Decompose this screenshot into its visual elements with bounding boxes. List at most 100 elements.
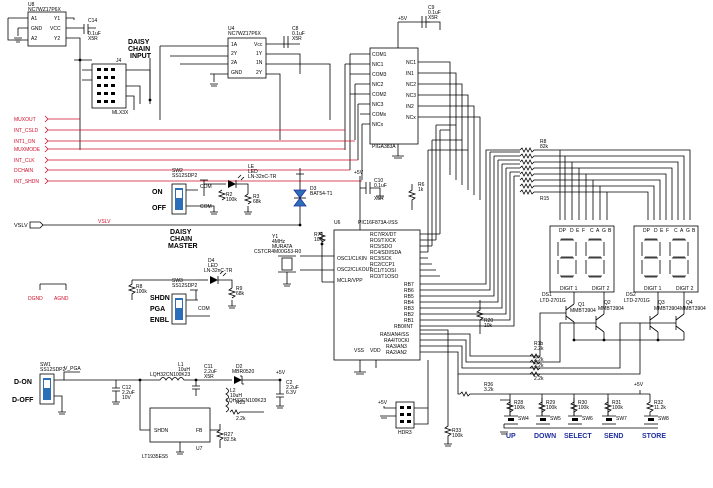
- svg-text:DS2: DS2: [626, 292, 636, 298]
- u1-nic3: NIC3: [372, 102, 384, 108]
- svg-text:SW4: SW4: [518, 416, 529, 422]
- c12-capacitor: C12 2.2uF 10V: [112, 380, 135, 405]
- svg-text:100k: 100k: [612, 405, 623, 411]
- j4-part: MLX3X: [112, 110, 129, 116]
- svg-text:RC1/T1OSI: RC1/T1OSI: [370, 268, 396, 274]
- svg-text:R2: R2: [226, 192, 233, 198]
- u4-pin-1n: 1N: [256, 60, 263, 66]
- u8-pin-a1: A1: [31, 16, 37, 22]
- svg-text:MUXMODE: MUXMODE: [14, 147, 41, 153]
- svg-text:G: G: [686, 228, 690, 234]
- digit1-glyph-right: [641, 238, 661, 278]
- svg-text:10uH: 10uH: [230, 393, 242, 399]
- svg-text:R28: R28: [514, 400, 523, 406]
- svg-text:DS1: DS1: [542, 292, 552, 298]
- u8-ref: U8: [28, 2, 35, 8]
- svg-text:RC3/SCK: RC3/SCK: [370, 256, 392, 262]
- c8-ref: C8: [292, 26, 299, 32]
- svg-text:SW8: SW8: [658, 416, 669, 422]
- led2: D4 LED LN-32nC-TR: [196, 258, 233, 284]
- svg-text:R20: R20: [484, 318, 493, 324]
- svg-text:2.2uF: 2.2uF: [286, 385, 299, 391]
- led1-ref: LE: [248, 164, 255, 170]
- u4-buffer-ic: U4 NC7WZ17P6X 1A 2Y 2A GND Vcc 1Y 1N 2Y: [227, 26, 267, 79]
- signal-int1-on: INT1_ON: [14, 137, 355, 145]
- u4-pin-1y: 1Y: [256, 51, 263, 57]
- svg-text:B: B: [692, 228, 696, 234]
- svg-text:R30: R30: [578, 400, 587, 406]
- svg-text:RA4/T0CKI: RA4/T0CKI: [384, 338, 409, 344]
- u8-pin-a2: A2: [31, 36, 37, 42]
- svg-text:VSLV: VSLV: [98, 219, 111, 225]
- digit2-glyph-right: [669, 238, 689, 278]
- svg-text:2.2k: 2.2k: [534, 357, 544, 363]
- u8-pin-y1: Y1: [54, 16, 60, 22]
- svg-text:CSTCR4M00G53-R0: CSTCR4M00G53-R0: [254, 249, 301, 255]
- svg-text:3.2k: 3.2k: [484, 387, 494, 393]
- signal-muxmode: MUXMODE: [14, 145, 345, 153]
- u1-mux-ic: PIGA383A +5V COM1 NIC1 COM3 NIC2 COM2 NI…: [369, 16, 419, 150]
- svg-text:DP: DP: [559, 228, 567, 234]
- button-send[interactable]: R31 100k SW7 SEND: [602, 394, 627, 440]
- u1-com3: COM3: [372, 72, 387, 78]
- button-store[interactable]: R32 11.2k SW8 STORE: [642, 394, 669, 440]
- button-up-label: UP: [506, 433, 516, 440]
- svg-text:R8: R8: [136, 284, 143, 290]
- svg-text:D: D: [570, 228, 574, 234]
- svg-text:MMBT3904: MMBT3904: [570, 308, 596, 314]
- svg-text:Y1: Y1: [272, 234, 278, 240]
- svg-text:C10: C10: [374, 178, 383, 184]
- sw2-com-1: COM: [200, 184, 212, 190]
- svg-text:RC2/CCP1: RC2/CCP1: [370, 262, 395, 268]
- svg-text:100k: 100k: [452, 433, 463, 439]
- svg-text:MURATA: MURATA: [272, 244, 293, 250]
- svg-text:SW1: SW1: [40, 362, 51, 368]
- svg-text:L1: L1: [178, 362, 184, 368]
- button-store-label: STORE: [642, 433, 666, 440]
- svg-text:SS12SDP2: SS12SDP2: [40, 367, 66, 373]
- svg-text:100k: 100k: [514, 405, 525, 411]
- button-up[interactable]: R28 100k SW4 UP: [504, 394, 529, 440]
- svg-text:HDR3: HDR3: [398, 430, 412, 436]
- svg-text:100k: 100k: [578, 405, 589, 411]
- svg-text:DCHAIN: DCHAIN: [14, 168, 34, 174]
- plus5v-buttons: +5V: [634, 382, 644, 388]
- daisy-chain-input-line1: DAISY: [128, 39, 150, 46]
- sw2-daisy-master-switch: SW2 SS12SDP2 ON OFF COM COM DAISY CHAIN …: [152, 168, 212, 250]
- c9-ref: C9: [428, 5, 435, 11]
- sw1-display-switch: SW1 SS12SDP2 D-ON D-OFF V_PGA: [12, 362, 81, 405]
- u6-ref: U6: [334, 220, 341, 226]
- r2-resistor: R2 100k: [217, 189, 237, 203]
- button-select[interactable]: R30 100k SW6 SELECT: [564, 394, 593, 440]
- svg-text:RC4/SDI/SDA: RC4/SDI/SDA: [370, 250, 402, 256]
- u1-comx: COMx: [372, 112, 387, 118]
- svg-text:SW3: SW3: [172, 278, 183, 284]
- u1-part: PIGA383A: [372, 144, 396, 150]
- svg-text:2.2uF: 2.2uF: [122, 390, 135, 396]
- svg-text:82.5k: 82.5k: [224, 437, 237, 443]
- svg-text:LN-32nC-TR: LN-32nC-TR: [204, 268, 233, 274]
- u4-pin-2y: 2Y: [231, 51, 238, 57]
- svg-text:MMBT3904: MMBT3904: [598, 306, 624, 312]
- svg-text:C12: C12: [122, 385, 131, 391]
- svg-text:U7: U7: [196, 446, 203, 452]
- svg-text:LED: LED: [208, 263, 218, 269]
- seven-segment-display-left: DP D E F C A G B DIGIT 1 DIGIT 2 DS1 LTD…: [540, 225, 615, 304]
- ground-connection: DGND AGND: [28, 283, 69, 302]
- button-down[interactable]: R29 100k SW5 DOWN: [534, 394, 561, 440]
- svg-text:0.1uF: 0.1uF: [374, 183, 387, 189]
- signal-muxout: MUXOUT: [14, 115, 80, 123]
- c8-value: 0.1uF: [292, 31, 305, 37]
- sw2-title-3: MASTER: [168, 243, 198, 250]
- sw2-title-1: DAISY: [170, 229, 192, 236]
- svg-text:R6: R6: [418, 182, 425, 188]
- j3-programming-header: HDR3: [395, 401, 415, 436]
- svg-text:RB2: RB2: [404, 312, 414, 318]
- svg-text:DP: DP: [643, 228, 651, 234]
- svg-text:INT_CLK: INT_CLK: [14, 158, 35, 164]
- u6-osc2: OSC2/CLKOUT: [337, 267, 372, 273]
- u8-part: NC7WZ17P6X: [28, 7, 61, 13]
- svg-text:C2: C2: [286, 380, 293, 386]
- u8-pin-gnd: GND: [31, 26, 43, 32]
- svg-text:Q1: Q1: [578, 302, 585, 308]
